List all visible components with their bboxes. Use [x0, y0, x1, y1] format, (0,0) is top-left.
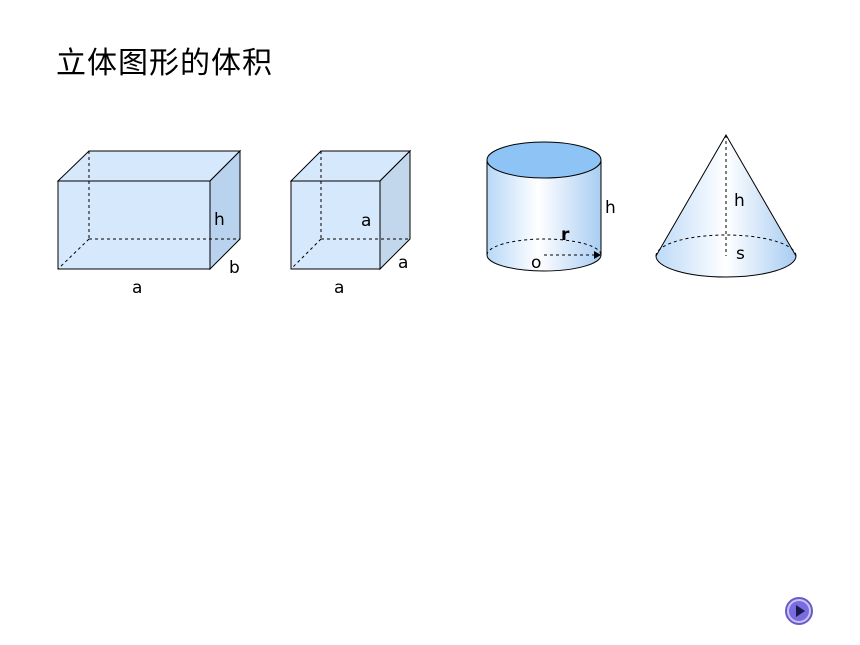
- play-icon: [785, 597, 813, 625]
- cone-height-label: h: [734, 191, 745, 211]
- cylinder-center-label: o: [531, 253, 541, 273]
- cylinder-figure: h r o: [486, 141, 616, 273]
- cuboid-width-label: b: [229, 258, 240, 278]
- cone-base-label: s: [736, 244, 745, 264]
- cylinder-height-label: h: [605, 198, 616, 218]
- cylinder-radius-label: r: [561, 225, 570, 245]
- page-title: 立体图形的体积: [56, 46, 273, 81]
- cuboid-figure: h b a: [56, 149, 242, 298]
- cube-figure: a a a: [289, 149, 412, 298]
- cuboid-length-label: a: [132, 278, 142, 298]
- cube-side-edge-label: a: [398, 253, 408, 273]
- cone-figure: h s: [655, 134, 797, 278]
- next-slide-button[interactable]: [784, 596, 814, 626]
- cube-bottom-edge-label: a: [334, 278, 344, 298]
- cuboid-height-label: h: [214, 210, 225, 230]
- cube-inner-edge-label: a: [361, 211, 371, 231]
